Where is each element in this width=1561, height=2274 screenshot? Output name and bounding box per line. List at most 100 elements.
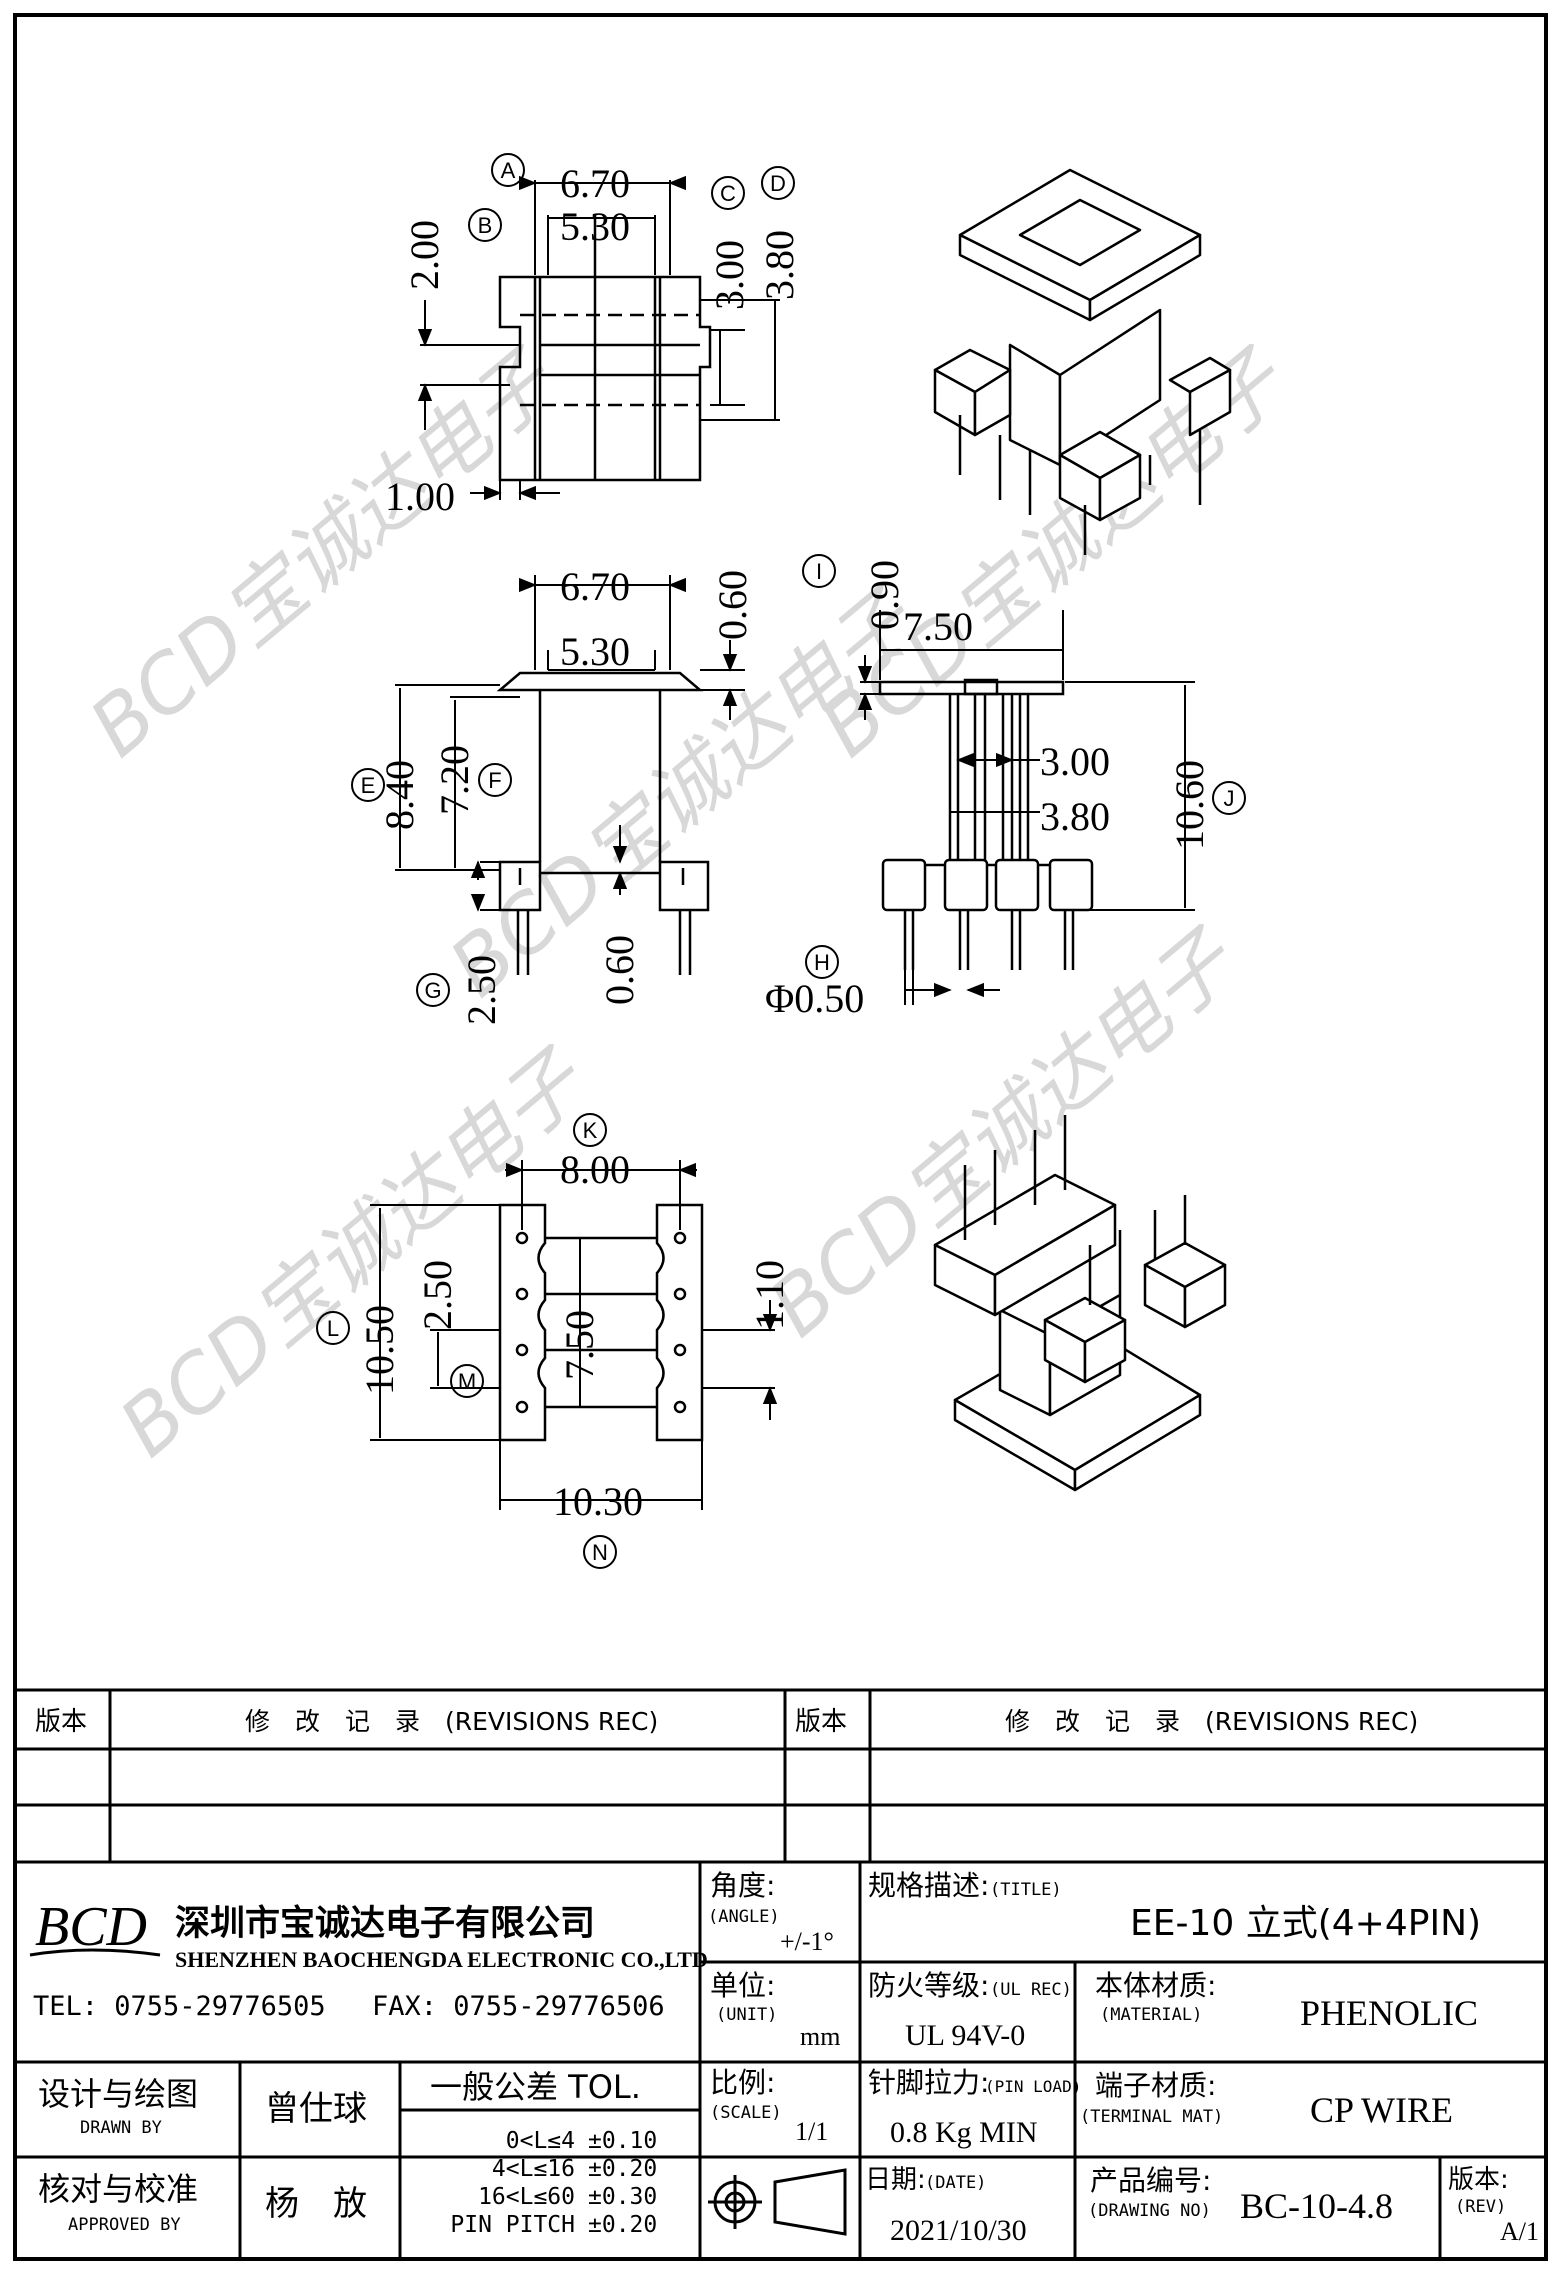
- callout-k: K: [583, 1118, 598, 1143]
- callout-f: F: [488, 768, 501, 793]
- dim-front-inner: 5.30: [560, 629, 630, 674]
- dim-bottom-k: 8.00: [560, 1147, 630, 1192]
- rev-col-version-left: 版本: [35, 1707, 87, 1737]
- callout-l: L: [327, 1316, 339, 1341]
- top-view: [498, 215, 712, 482]
- isometric-bottom: [933, 1115, 1227, 1492]
- designer-label: 设计与绘图: [38, 2075, 198, 2113]
- front-view-dimensions: [395, 575, 745, 912]
- unit-value: mm: [800, 2022, 840, 2051]
- scale-label: 比例:: [710, 2066, 775, 2099]
- title-sub: (TITLE): [990, 1880, 1062, 1900]
- callout-a: A: [501, 158, 516, 183]
- side-view-dimensions: [857, 610, 1195, 1005]
- dim-side-h: Φ0.50: [765, 976, 864, 1021]
- unit-label: 单位:: [710, 1969, 775, 2002]
- company-name-en: SHENZHEN BAOCHENGDA ELECTRONIC CO.,LTD: [175, 1947, 708, 1972]
- pinload-value: 0.8 Kg MIN: [890, 2116, 1038, 2149]
- angle-value: +/-1°: [780, 1927, 834, 1956]
- dim-top-d: 3.80: [757, 230, 802, 300]
- dim-top-left-v: 2.00: [402, 220, 447, 290]
- watermark: BCD宝诚达电子: [432, 572, 934, 1014]
- tolerance-range: PIN PITCH: [450, 2212, 575, 2238]
- dim-top-c: 3.00: [707, 240, 752, 310]
- dim-front-flange: 0.60: [710, 570, 755, 640]
- pinload-sub: (PIN LOAD): [985, 2077, 1081, 2096]
- drawingno-sub: (DRAWING NO): [1088, 2201, 1211, 2221]
- watermark: BCD宝诚达电子: [102, 1032, 604, 1474]
- material-label: 本体材质:: [1095, 1969, 1216, 2002]
- ul-sub: (UL REC): [990, 1980, 1072, 2000]
- front-view: [496, 671, 710, 975]
- date-label: 日期:: [865, 2165, 926, 2195]
- dim-side-380: 3.80: [1040, 794, 1110, 839]
- dim-bottom-n: 10.30: [553, 1479, 643, 1524]
- callout-c: C: [720, 181, 736, 206]
- dim-bottom-l: 10.50: [357, 1305, 402, 1395]
- tolerance-range: 4<L≤16: [492, 2156, 575, 2182]
- tolerance-range: 16<L≤60: [478, 2184, 575, 2210]
- tolerance-value: ±0.20: [588, 2156, 657, 2182]
- rev-sub: (REV): [1455, 2197, 1506, 2217]
- ul-value: UL 94V-0: [905, 2019, 1025, 2052]
- dim-top-a: 6.70: [560, 161, 630, 206]
- tolerance-value: ±0.20: [588, 2212, 657, 2238]
- rev-col-record-right: 修 改 记 录 (REVISIONS REC): [1005, 1707, 1418, 1736]
- drawingno-label: 产品编号:: [1090, 2164, 1211, 2197]
- date-value: 2021/10/30: [890, 2214, 1027, 2247]
- tolerance-title: 一般公差 TOL.: [430, 2068, 641, 2106]
- scale-sub: (SCALE): [710, 2103, 782, 2123]
- dim-bottom-gap: 1.10: [747, 1260, 792, 1330]
- title-label: 规格描述:: [868, 1869, 989, 1902]
- terminal-value: CP WIRE: [1310, 2090, 1453, 2130]
- dim-side-300: 3.00: [1040, 739, 1110, 784]
- dim-bottom-pitch: 7.50: [557, 1310, 602, 1380]
- callout-d: D: [770, 171, 786, 196]
- checker-label: 核对与校准: [38, 2170, 198, 2208]
- callout-m: M: [458, 1369, 476, 1394]
- company-logo-text: BCD: [35, 1896, 147, 1958]
- side-view: [878, 678, 1094, 970]
- rev-label: 版本:: [1448, 2165, 1509, 2195]
- tolerance-range: 0<L≤4: [506, 2128, 575, 2154]
- dim-bottom-m: 2.50: [415, 1260, 460, 1330]
- projection-symbol: [708, 2168, 847, 2236]
- dim-front-e: 8.40: [377, 760, 422, 830]
- designer-value: 曾仕球: [265, 2089, 367, 2129]
- callout-h: H: [814, 950, 830, 975]
- rev-value: A/1: [1500, 2217, 1539, 2246]
- ul-label: 防火等级:: [868, 1969, 989, 2002]
- dim-top-bottom: 1.00: [385, 474, 455, 519]
- material-sub: (MATERIAL): [1100, 2005, 1202, 2025]
- dim-front-center: 0.60: [597, 935, 642, 1005]
- terminal-sub: (TERMINAL MAT): [1080, 2107, 1223, 2127]
- tolerance-value: ±0.30: [588, 2184, 657, 2210]
- rev-col-version-right: 版本: [795, 1707, 847, 1737]
- dim-front-g: 2.50: [459, 955, 504, 1025]
- company-fax: FAX: 0755-29776506: [372, 1991, 665, 2022]
- angle-label: 角度:: [710, 1869, 775, 1902]
- callout-e: E: [361, 773, 376, 798]
- date-sub: (DATE): [925, 2173, 986, 2193]
- angle-sub: (ANGLE): [708, 1907, 780, 1927]
- rev-col-record-left: 修 改 记 录 (REVISIONS REC): [245, 1707, 658, 1736]
- checker-sub: APPROVED BY: [68, 2215, 181, 2235]
- title-block-lines: [15, 1688, 1546, 2259]
- top-view-dimensions: [417, 175, 780, 501]
- checker-value: 杨 放: [265, 2184, 367, 2224]
- dim-side-i: 7.50: [903, 604, 973, 649]
- unit-sub: (UNIT): [716, 2005, 777, 2025]
- drawingno-value: BC-10-4.8: [1240, 2186, 1393, 2226]
- callout-circles: [316, 153, 1246, 1569]
- callout-b: B: [478, 213, 493, 238]
- callout-g: G: [424, 978, 441, 1003]
- pinload-label: 针脚拉力:: [868, 2066, 989, 2099]
- company-logo: BCD: [29, 1896, 161, 1958]
- company-tel: TEL: 0755-29776505: [33, 1991, 326, 2022]
- callout-j: J: [1224, 786, 1235, 811]
- dim-side-j: 10.60: [1167, 760, 1212, 850]
- designer-sub: DRAWN BY: [80, 2118, 162, 2138]
- title-value: EE-10 立式(4+4PIN): [1130, 1903, 1481, 1944]
- sheet-border: [13, 13, 1548, 2261]
- bottom-view: [498, 1203, 704, 1442]
